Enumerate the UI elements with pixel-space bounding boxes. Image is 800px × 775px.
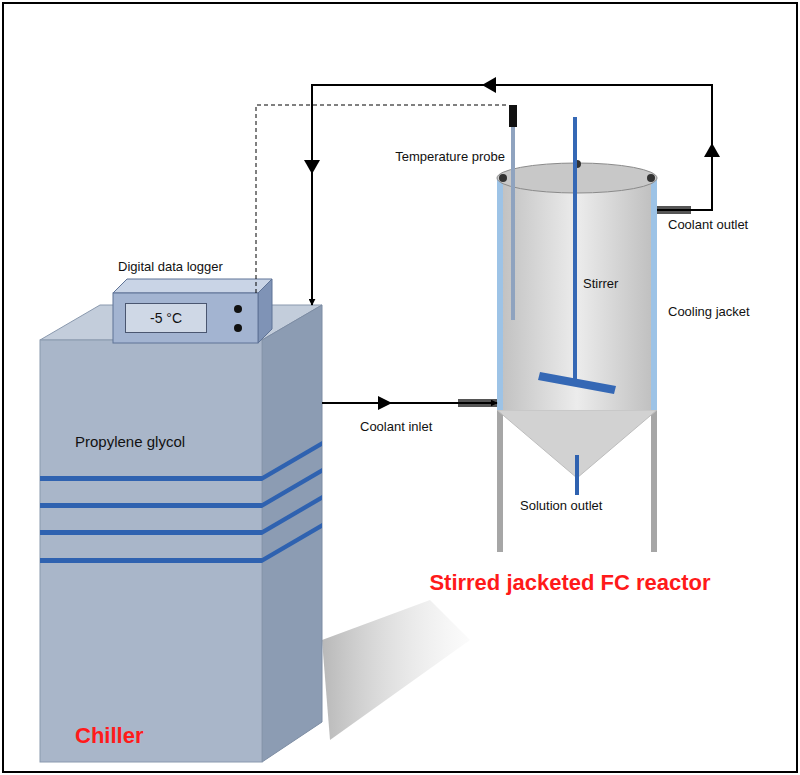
coolant-name: Propylene glycol <box>75 433 265 450</box>
part-label: Stirrer <box>583 277 653 292</box>
flow-arrows <box>304 77 720 410</box>
logger-front <box>113 293 258 343</box>
frame <box>3 3 797 772</box>
device-label: Digital data logger <box>118 260 258 275</box>
reactor-vessel: Stirrer <box>497 105 657 410</box>
lid-bolt <box>499 174 507 182</box>
stirrer-shaft <box>573 117 577 382</box>
chiller-side <box>262 305 322 762</box>
part-label: Coolant outlet <box>668 218 788 233</box>
unit-title: Stirred jacketed FC reactor <box>405 570 735 595</box>
lid-bolt <box>647 174 655 182</box>
logger-button <box>234 324 242 332</box>
chiller-stripes <box>40 441 322 563</box>
part-label: Cooling jacket <box>668 305 788 320</box>
reactor-leg <box>651 405 657 552</box>
part-label: Temperature probe <box>378 150 505 165</box>
logger-button <box>234 305 242 313</box>
chiller-unit: Propylene glycolChiller <box>40 305 322 762</box>
temperature-probe <box>511 125 515 320</box>
coolant-pipe <box>322 402 497 404</box>
reactor-leg <box>497 405 503 552</box>
probe-head <box>509 105 517 127</box>
part-label: Coolant inlet <box>360 420 470 435</box>
shadow <box>322 600 470 740</box>
stirrer-paddle <box>538 372 616 394</box>
data-logger: Digital data logger-5 °C <box>113 293 258 343</box>
unit-title: Chiller <box>75 723 265 748</box>
signal-wire <box>256 105 509 293</box>
chiller-front <box>40 340 262 762</box>
temperature-reading: -5 °C <box>126 310 206 326</box>
coolant-pipe <box>312 85 712 305</box>
logger-top <box>113 279 272 293</box>
part-label: Solution outlet <box>520 499 640 514</box>
cooling-jacket <box>651 178 657 410</box>
solution-outlet-pipe <box>575 455 579 495</box>
logger-display: -5 °C <box>125 303 207 333</box>
cooling-jacket <box>497 178 503 410</box>
logger-side <box>258 279 272 343</box>
